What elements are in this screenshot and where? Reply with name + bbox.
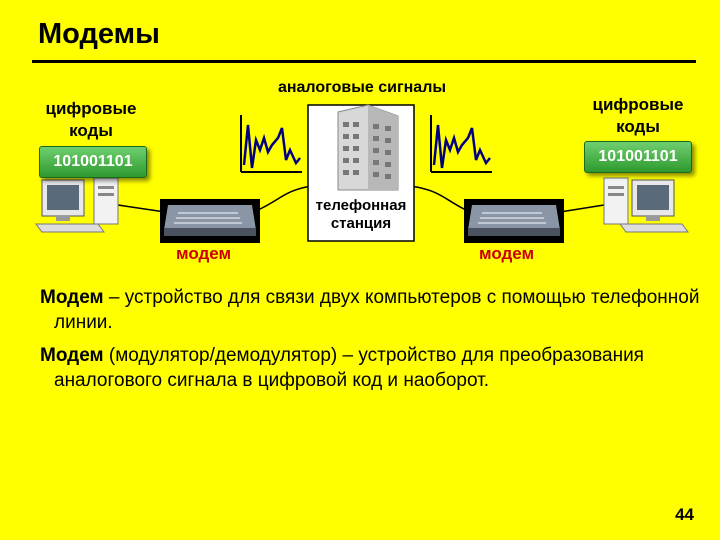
computer-left-icon <box>35 177 119 233</box>
analog-signal-left-icon <box>240 115 302 173</box>
definition-paragraph-1: Модем – устройство для связи двух компью… <box>40 285 704 335</box>
definition-1-text: – устройство для связи двух компьютеров … <box>54 287 700 333</box>
cable-left-pc-modem <box>117 204 166 213</box>
telephone-station-icon: телефонная станция <box>307 104 415 242</box>
title-divider <box>32 60 696 63</box>
station-label-line1: телефонная <box>316 197 407 214</box>
cable-station-right-modem <box>409 185 467 211</box>
binary-code-right: 101001101 <box>584 141 692 173</box>
slide-title: Модемы <box>38 18 160 50</box>
station-label-line2: станция <box>331 215 391 232</box>
term-modem-2: Модем <box>40 345 104 366</box>
computer-right-icon <box>603 177 689 233</box>
analog-signal-right-icon <box>430 115 492 173</box>
digital-codes-label-left: цифровые коды <box>45 99 137 140</box>
modem-left-icon <box>160 199 260 243</box>
analog-signals-label: аналоговые сигналы <box>277 79 447 96</box>
cable-left-modem-station <box>257 185 313 211</box>
term-modem-1: Модем <box>40 287 104 308</box>
digital-codes-label-right: цифровые коды <box>592 95 684 136</box>
definition-paragraph-2: Модем (модулятор/демодулятор) – устройст… <box>40 343 704 393</box>
definition-2-text: (модулятор/демодулятор) – устройство для… <box>54 345 644 391</box>
modem-label-right: модем <box>479 244 535 263</box>
modem-label-left: модем <box>176 244 232 263</box>
binary-code-left: 101001101 <box>39 146 147 178</box>
page-number: 44 <box>675 505 694 524</box>
cable-right-modem-pc <box>559 204 605 213</box>
modem-right-icon <box>464 199 564 243</box>
